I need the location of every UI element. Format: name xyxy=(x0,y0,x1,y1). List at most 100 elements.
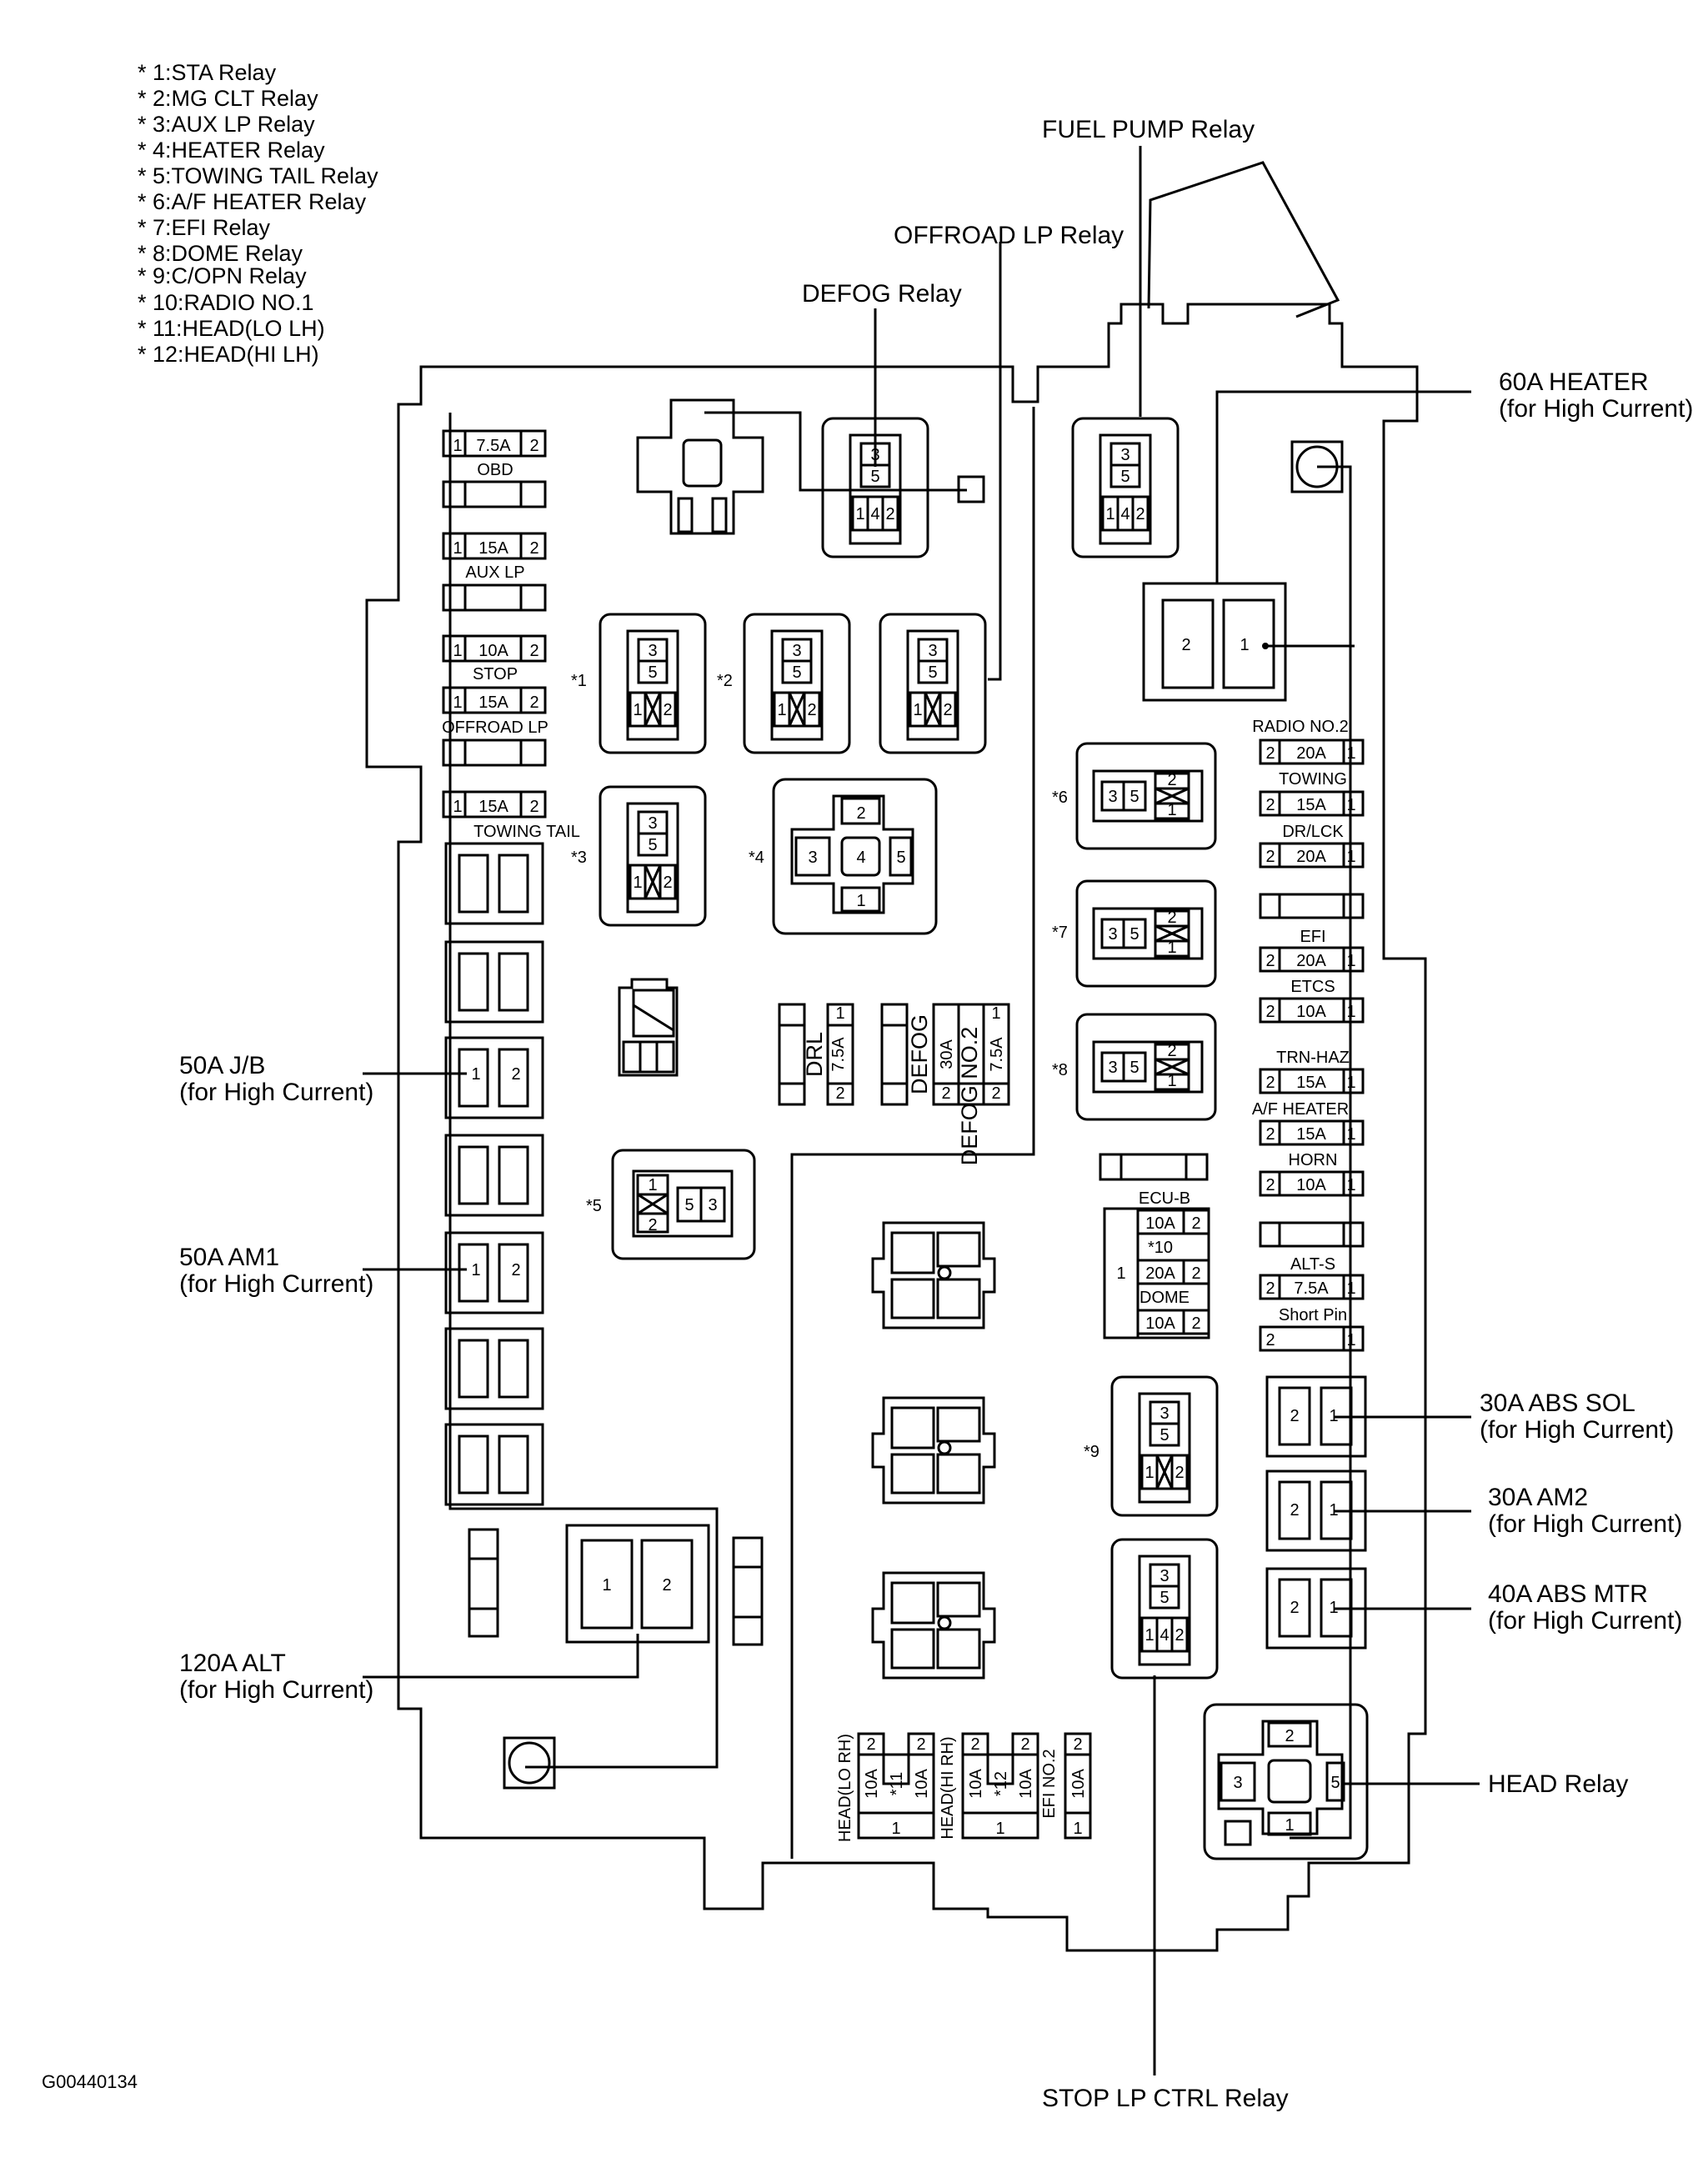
callout-alt-120a: 120A ALT xyxy=(179,1650,286,1677)
fuse-label: DOME xyxy=(1140,1289,1190,1307)
efi-relay xyxy=(1075,879,1217,988)
svg-text:1: 1 xyxy=(1285,1816,1294,1835)
fuse-label: HEAD(LO RH) xyxy=(836,1734,854,1842)
fuse-label: TOWING xyxy=(1279,770,1347,789)
fuse-box-housing xyxy=(365,161,1427,1952)
svg-text:2: 2 xyxy=(1285,1727,1294,1745)
fuse-label: RADIO NO.2 xyxy=(1252,718,1349,736)
svg-text:2: 2 xyxy=(1265,952,1275,970)
af-heater-relay xyxy=(1075,742,1217,850)
fusible-link xyxy=(444,1134,544,1217)
legend-item: * 1:STA Relay xyxy=(138,60,277,85)
svg-text:1: 1 xyxy=(995,1820,1004,1838)
svg-text:1: 1 xyxy=(453,798,462,816)
fuse-label: HORN xyxy=(1289,1151,1338,1169)
fuse-rating: 10A xyxy=(913,1769,931,1799)
legend-item: * 10:RADIO NO.1 xyxy=(138,290,314,315)
fuse-rating: 7.5A xyxy=(476,437,511,455)
fuse-label: DEFOG NO.2 xyxy=(957,1027,982,1166)
fuse-etcs xyxy=(1259,997,1365,1024)
svg-text:1: 1 xyxy=(471,1261,480,1279)
legend-item: * 9:C/OPN Relay xyxy=(138,263,307,288)
relay-ref: *6 xyxy=(1052,789,1068,807)
connector-socket xyxy=(871,1221,996,1329)
callout-am1-50a: 50A AM1 xyxy=(179,1244,279,1271)
c-opn-relay xyxy=(1110,1375,1219,1517)
fuse-label: ALT-S xyxy=(1290,1255,1335,1274)
connector-socket xyxy=(871,1571,996,1680)
callout-am2-30a: 30A AM2 xyxy=(1488,1484,1588,1511)
fuse-rating: 20A xyxy=(1296,952,1326,970)
svg-text:1: 1 xyxy=(453,642,462,660)
fuse-rating: 7.5A xyxy=(988,1037,1006,1072)
svg-text:2: 2 xyxy=(648,1216,657,1234)
defog-relay-terminal xyxy=(957,475,985,503)
stop-lp-ctrl-relay xyxy=(1110,1538,1219,1680)
fuse-spare xyxy=(1259,893,1365,919)
svg-text:2: 2 xyxy=(991,1084,1000,1103)
svg-text:2: 2 xyxy=(511,1065,520,1084)
fuse-label: TRN-HAZ xyxy=(1276,1049,1350,1067)
relay-ref: *4 xyxy=(749,849,764,867)
left-fuse-column: 1 7.5A 2 OBD 1 15A 2 AUX LP 1 10A 2 STOP… xyxy=(442,429,580,841)
relay-ref: *2 xyxy=(717,672,733,690)
top-connector xyxy=(636,398,764,535)
fuse-offroad-lp xyxy=(442,686,547,714)
callout-alt-120a-sub: (for High Current) xyxy=(179,1676,373,1704)
fuse-rating: 7.5A xyxy=(829,1037,848,1072)
svg-text:2: 2 xyxy=(970,1735,979,1754)
callout-jb-50a: 50A J/B xyxy=(179,1052,265,1079)
svg-text:2: 2 xyxy=(662,1576,671,1595)
legend-item: * 7:EFI Relay xyxy=(138,215,271,240)
heater-relay: 2 3 4 5 1 xyxy=(772,778,938,935)
fuse-label: *12 xyxy=(992,1771,1010,1796)
left-fusible-links: 1 2 1 2 xyxy=(444,842,544,1506)
heater-fusible-link: 2 1 xyxy=(1142,582,1287,702)
fuse-label: OFFROAD LP xyxy=(442,718,548,737)
fuse-label: HEAD(HI RH) xyxy=(939,1736,957,1839)
fuse-rating: 15A xyxy=(478,539,508,558)
fuse-rating: 10A xyxy=(1069,1769,1088,1799)
callout-abs-mtr-40a-sub: (for High Current) xyxy=(1488,1607,1682,1635)
offroad-lp-relay xyxy=(879,613,987,754)
callout-abs-mtr-40a: 40A ABS MTR xyxy=(1488,1580,1648,1608)
relay-ref: *3 xyxy=(571,849,587,867)
fuse-label: EFI xyxy=(1300,928,1325,946)
fuse-label: DR/LCK xyxy=(1282,823,1344,841)
callout-offroad-lp-relay: OFFROAD LP Relay xyxy=(894,222,1124,249)
fuse-horn xyxy=(1259,1170,1365,1197)
sta-relay xyxy=(599,613,707,754)
fusible-link xyxy=(444,940,544,1024)
callout-heater-60a-sub: (for High Current) xyxy=(1499,395,1693,423)
fuse-rating: 15A xyxy=(1296,1125,1326,1144)
fuse-radio-no2 xyxy=(1259,739,1365,765)
fusible-link xyxy=(444,1327,544,1410)
svg-text:2: 2 xyxy=(1265,1003,1275,1021)
callout-head-relay: HEAD Relay xyxy=(1488,1770,1628,1798)
dome-relay xyxy=(1075,1013,1217,1121)
svg-text:2: 2 xyxy=(529,642,538,660)
legend-item: * 5:TOWING TAIL Relay xyxy=(138,163,378,188)
bus-line xyxy=(1290,465,1352,1840)
fuse-rating: 10A xyxy=(1296,1003,1326,1021)
svg-text:3: 3 xyxy=(1233,1774,1242,1792)
svg-text:3: 3 xyxy=(708,1196,717,1214)
svg-text:2: 2 xyxy=(529,437,538,455)
svg-text:2: 2 xyxy=(1020,1735,1029,1754)
fuse-rating: 10A xyxy=(1296,1176,1326,1194)
fuse-rating: 7.5A xyxy=(1294,1279,1329,1298)
svg-text:1: 1 xyxy=(891,1820,900,1838)
fusible-link xyxy=(444,842,544,925)
relay-ref: *7 xyxy=(1052,924,1068,942)
ecu-b-fuse-block: ECU-B 10A 2 *10 20A 2 1 DOME 10A 2 xyxy=(1099,1153,1210,1339)
fuse-label: AUX LP xyxy=(465,563,524,582)
svg-text:2: 2 xyxy=(1265,744,1275,763)
svg-text:2: 2 xyxy=(866,1735,875,1754)
svg-text:2: 2 xyxy=(511,1261,520,1279)
fuse-rating: 15A xyxy=(1296,1074,1326,1092)
svg-text:2: 2 xyxy=(1265,1331,1275,1349)
fuse-rating: 30A xyxy=(938,1039,956,1069)
svg-text:2: 2 xyxy=(835,1084,844,1103)
relay-reference-markers: *1 *2 *3 *4 *5 *6 *7 *8 *9 xyxy=(571,672,1099,1461)
